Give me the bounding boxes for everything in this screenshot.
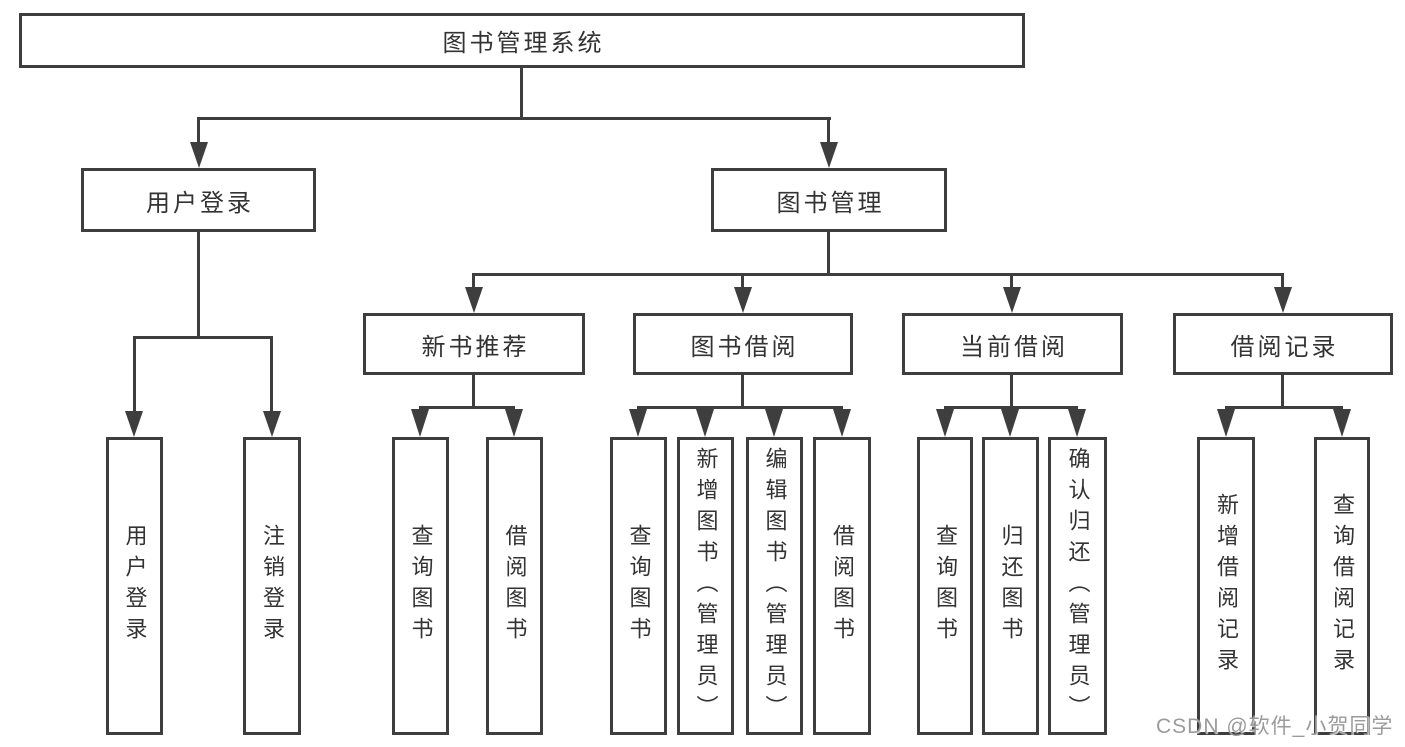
node-user-login-label: 用户登录 bbox=[146, 189, 254, 217]
leaf-confirm-return-admin-label: 确认归还（管理员） bbox=[1065, 446, 1091, 726]
leaf-logout-login: 注销登录 bbox=[243, 437, 301, 735]
edge-borrowing-bus bbox=[637, 406, 843, 409]
edge-root-bus bbox=[197, 117, 831, 120]
arrow-down-icon bbox=[1333, 409, 1351, 437]
edge-recommend-stem bbox=[472, 375, 475, 409]
arrow-down-icon bbox=[696, 409, 714, 437]
leaf-query-books-recommend-label: 查询图书 bbox=[408, 524, 434, 648]
leaf-return-books-label: 归还图书 bbox=[998, 524, 1024, 648]
edge-userlogin-stem bbox=[197, 232, 200, 338]
arrow-down-icon bbox=[190, 142, 208, 168]
arrow-down-icon bbox=[1068, 409, 1086, 437]
arrow-down-icon bbox=[125, 411, 143, 437]
leaf-query-books-borrow: 查询图书 bbox=[610, 437, 667, 735]
arrow-down-icon bbox=[1274, 287, 1292, 313]
leaf-query-borrow-record: 查询借阅记录 bbox=[1314, 437, 1370, 735]
node-current-borrowing-label: 当前借阅 bbox=[960, 333, 1068, 361]
edge-userlogin-drop-right bbox=[270, 336, 273, 414]
arrow-down-icon bbox=[263, 411, 281, 437]
leaf-query-books-current: 查询图书 bbox=[917, 437, 973, 735]
edge-userlogin-drop-left bbox=[133, 336, 136, 414]
arrow-down-icon bbox=[765, 409, 783, 437]
arrow-down-icon bbox=[1217, 409, 1235, 437]
leaf-borrow-books-recommend-label: 借阅图书 bbox=[502, 524, 528, 648]
arrow-down-icon bbox=[734, 287, 752, 313]
node-root: 图书管理系统 bbox=[19, 13, 1025, 68]
leaf-borrow-books-label: 借阅图书 bbox=[830, 524, 855, 648]
leaf-add-borrow-record-label: 新增借阅记录 bbox=[1214, 493, 1239, 679]
node-current-borrowing: 当前借阅 bbox=[902, 313, 1123, 375]
arrow-down-icon bbox=[1003, 287, 1021, 313]
edge-bookmgmt-drop-3 bbox=[1010, 273, 1013, 289]
edge-bookmgmt-stem bbox=[827, 232, 830, 275]
node-new-book-recommendation-label: 新书推荐 bbox=[421, 333, 530, 361]
edge-root-drop-left bbox=[197, 117, 200, 144]
leaf-edit-books-admin-label: 编辑图书（管理员） bbox=[762, 446, 788, 726]
edge-bookmgmt-drop-1 bbox=[472, 273, 475, 289]
edge-recommend-bus bbox=[419, 406, 515, 409]
arrow-down-icon bbox=[629, 409, 647, 437]
arrow-down-icon bbox=[411, 409, 429, 437]
leaf-return-books: 归还图书 bbox=[982, 437, 1039, 735]
edge-bookmgmt-bus bbox=[472, 273, 1284, 276]
edge-bookmgmt-drop-2 bbox=[741, 273, 744, 289]
edge-records-stem bbox=[1281, 375, 1284, 409]
leaf-query-books-current-label: 查询图书 bbox=[933, 524, 958, 648]
leaf-borrow-books-recommend: 借阅图书 bbox=[486, 437, 543, 735]
node-user-login: 用户登录 bbox=[81, 168, 316, 232]
edge-root-stem bbox=[520, 68, 523, 118]
leaf-edit-books-admin: 编辑图书（管理员） bbox=[746, 437, 803, 735]
leaf-add-books-admin: 新增图书（管理员） bbox=[677, 437, 734, 735]
node-book-management: 图书管理 bbox=[711, 168, 947, 232]
node-borrowing-records-label: 借阅记录 bbox=[1230, 333, 1339, 361]
node-root-label: 图书管理系统 bbox=[442, 30, 605, 57]
edge-records-bus bbox=[1225, 406, 1343, 409]
edge-root-drop-right bbox=[827, 117, 830, 144]
arrow-down-icon bbox=[833, 409, 851, 437]
leaf-borrow-books: 借阅图书 bbox=[813, 437, 871, 735]
arrow-down-icon bbox=[1001, 409, 1019, 437]
edge-current-stem bbox=[1010, 375, 1013, 409]
leaf-add-borrow-record: 新增借阅记录 bbox=[1197, 437, 1255, 735]
csdn-watermark: CSDN @软件_小贺同学 bbox=[1156, 715, 1394, 738]
leaf-add-books-admin-label: 新增图书（管理员） bbox=[693, 446, 719, 726]
arrow-down-icon bbox=[936, 409, 954, 437]
leaf-query-borrow-record-label: 查询借阅记录 bbox=[1330, 493, 1355, 679]
leaf-query-books-recommend: 查询图书 bbox=[392, 437, 449, 735]
node-book-management-label: 图书管理 bbox=[776, 189, 885, 217]
node-new-book-recommendation: 新书推荐 bbox=[363, 313, 585, 375]
edge-userlogin-bus bbox=[133, 336, 273, 339]
node-borrowing-records: 借阅记录 bbox=[1173, 313, 1393, 375]
leaf-confirm-return-admin: 确认归还（管理员） bbox=[1048, 437, 1107, 735]
arrow-down-icon bbox=[465, 287, 483, 313]
leaf-user-login-label: 用户登录 bbox=[122, 524, 148, 648]
leaf-logout-login-label: 注销登录 bbox=[260, 524, 285, 648]
node-book-borrowing-label: 图书借阅 bbox=[690, 333, 799, 361]
leaf-user-login: 用户登录 bbox=[106, 437, 163, 735]
arrow-down-icon bbox=[505, 409, 523, 437]
arrow-down-icon bbox=[820, 142, 838, 168]
edge-current-bus bbox=[944, 406, 1078, 409]
leaf-query-books-borrow-label: 查询图书 bbox=[626, 524, 652, 648]
node-book-borrowing: 图书借阅 bbox=[633, 313, 853, 375]
edge-bookmgmt-drop-4 bbox=[1281, 273, 1284, 289]
edge-borrowing-stem bbox=[741, 375, 744, 409]
